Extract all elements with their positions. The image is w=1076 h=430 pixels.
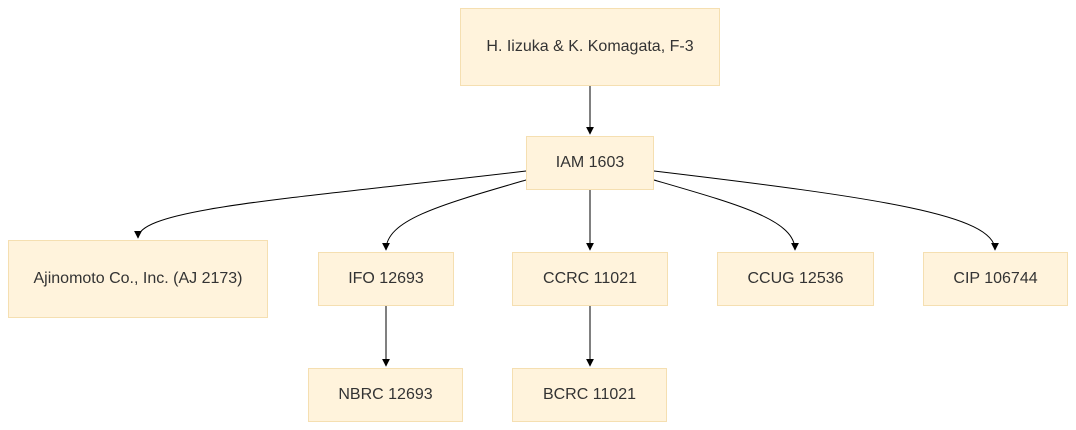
node-ifo: IFO 12693 (318, 252, 454, 306)
node-ajinomoto: Ajinomoto Co., Inc. (AJ 2173) (8, 240, 268, 318)
node-bcrc-label: BCRC 11021 (542, 386, 637, 403)
edge-iam-ajinomoto (134, 170, 527, 239)
node-iam-label: IAM 1603 (555, 154, 625, 171)
node-nbrc: NBRC 12693 (308, 368, 463, 422)
node-ccug-label: CCUG 12536 (747, 270, 844, 287)
node-ccug: CCUG 12536 (717, 252, 874, 306)
node-bcrc: BCRC 11021 (512, 368, 667, 422)
node-root: H. Iizuka & K. Komagata, F-3 (460, 8, 720, 86)
node-ccrc: CCRC 11021 (512, 252, 668, 306)
node-iam: IAM 1603 (526, 136, 654, 190)
edge-iam-cip (653, 170, 999, 251)
node-nbrc-label: NBRC 12693 (338, 386, 433, 403)
node-root-label: H. Iizuka & K. Komagata, F-3 (486, 38, 694, 55)
node-cip: CIP 106744 (923, 252, 1068, 306)
edge-iam-ifo (382, 179, 527, 251)
node-cip-label: CIP 106744 (953, 270, 1038, 287)
edge-iam-ccug (653, 179, 799, 251)
node-ccrc-label: CCRC 11021 (543, 270, 637, 287)
node-ajinomoto-label: Ajinomoto Co., Inc. (AJ 2173) (33, 270, 243, 287)
node-ifo-label: IFO 12693 (348, 270, 424, 287)
